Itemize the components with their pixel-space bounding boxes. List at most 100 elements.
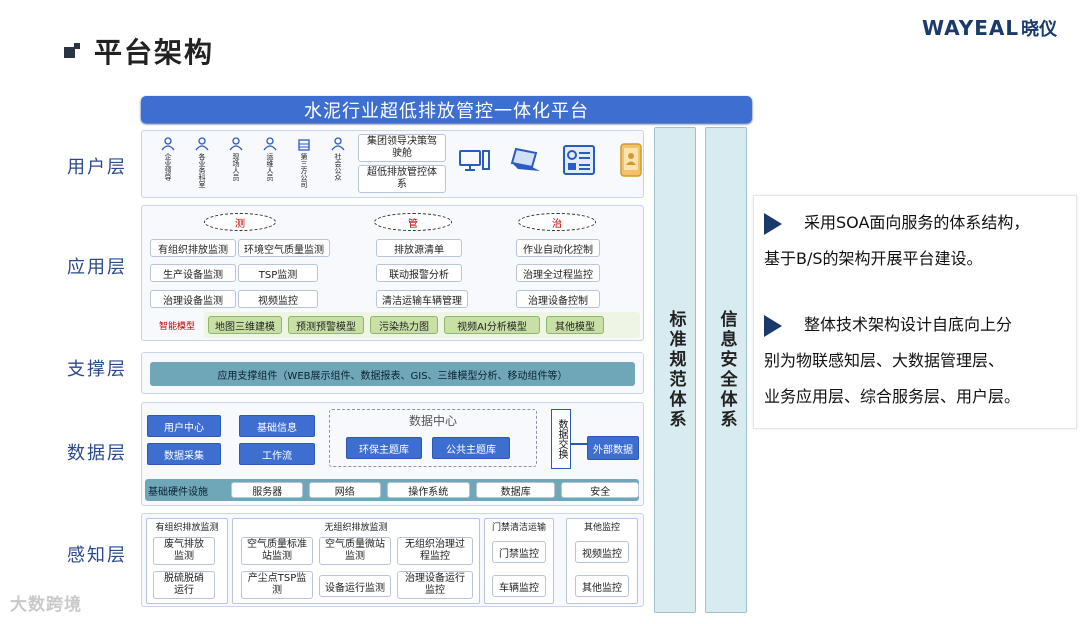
model-bar: 地图三维建模 预测预警模型 污染热力图 视频AI分析模型 其他模型 (204, 312, 640, 338)
page-title: 平台架构 (94, 36, 215, 69)
info-paragraph-1: 采用SOA面向服务的体系结构， 基于B/S的架构开展平台建设。 (764, 208, 1074, 274)
pillar-standards: 标准规范体系 (654, 127, 696, 613)
triangle-bullet-icon (764, 212, 782, 235)
data-center-title: 数据中心 (408, 413, 457, 428)
person-icon (331, 137, 345, 151)
app-item: 治理全过程监控 (516, 264, 600, 282)
platform-banner: 水泥行业超低排放管控一体化平台 (141, 96, 752, 123)
role-third-party: 第三方公司 (290, 137, 318, 188)
data-layer-panel: 用户中心 基础信息 数据采集 工作流 数据中心 环保主题库 公共主题库 数据交换… (141, 402, 644, 506)
exchange-connector (571, 443, 587, 445)
app-item: 有组织排放监测 (150, 239, 236, 257)
sense-group-transport: 门禁清洁运输 门禁监控 车辆监控 (484, 518, 554, 604)
layer-label-support: 支撑层 (67, 359, 127, 380)
sense-group-title: 门禁清洁运输 (491, 522, 546, 533)
info-line: 别为物联感知层、大数据管理层、 (764, 351, 1005, 370)
layer-label-user: 用户层 (67, 157, 127, 178)
data-center-item: 环保主题库 (346, 437, 422, 459)
desktop-icon (459, 150, 490, 171)
role-public: 社会公众 (324, 137, 352, 188)
app-item: 作业自动化控制 (516, 239, 600, 257)
external-data: 外部数据 (587, 436, 639, 460)
person-icon (263, 137, 277, 151)
model-item: 地图三维建模 (208, 316, 282, 334)
infra-item: 操作系统 (386, 482, 470, 498)
sense-item: 空气质量标准站监测 (241, 537, 313, 565)
sense-item: 无组织治理过程监控 (397, 537, 473, 565)
data-item: 数据采集 (147, 443, 221, 465)
brand-name-cn: 晓仪 (1021, 19, 1058, 40)
sense-group-unorganized: 无组织排放监测 空气质量标准站监测 空气质量微站监测 无组织治理过程监控 产尘点… (232, 518, 480, 604)
triangle-bullet-icon (764, 314, 782, 337)
laptop-icon (510, 147, 540, 171)
model-item: 污染热力图 (370, 316, 438, 334)
sense-item: 设备运行监测 (319, 575, 391, 597)
pillar-security: 信息安全体系 (705, 127, 747, 613)
sense-item: 空气质量微站监测 (319, 537, 391, 565)
sense-group-other: 其他监控 视频监控 其他监控 (566, 518, 638, 604)
app-layer-panel: 测 管 治 有组织排放监测 环境空气质量监测 生产设备监测 TSP监测 治理设备… (141, 205, 644, 341)
app-item: 治理设备监测 (150, 290, 236, 308)
info-paragraph-2: 整体技术架构设计自底向上分 别为物联感知层、大数据管理层、 业务应用层、综合服务… (764, 310, 1078, 412)
info-line: 整体技术架构设计自底向上分 (804, 315, 1013, 334)
brand-logo: WAYEAL 晓仪 (922, 14, 1057, 42)
role-label: 各业务科室 (198, 153, 206, 188)
sense-item: 门禁监控 (492, 541, 546, 563)
role-enterprise-leader: 企业领导 (154, 137, 182, 188)
box-ultra-low-system: 超低排放管控体系 (358, 165, 446, 193)
data-item: 工作流 (239, 443, 315, 465)
model-item: 预测预警模型 (288, 316, 364, 334)
app-item: 治理设备控制 (516, 290, 600, 308)
sense-item: 车辆监控 (492, 575, 546, 597)
page-header: 平台架构 (64, 33, 214, 69)
sense-item: 视频监控 (575, 541, 629, 563)
app-item: 清洁运输车辆管理 (376, 290, 468, 308)
person-icon (229, 137, 243, 151)
info-line: 业务应用层、综合服务层、用户层。 (764, 387, 1021, 406)
role-field-staff: 现场人员 (222, 137, 250, 188)
watermark: 大数跨境 (10, 595, 82, 615)
app-item: 联动报警分析 (376, 264, 462, 282)
sense-item: 产尘点TSP监测 (241, 571, 313, 599)
user-layer-panel: 企业领导 各业务科室 现场人员 运维人员 第三方公司 社会公众 集团领导决策驾驶… (141, 130, 644, 198)
header-measure: 测 (204, 213, 276, 231)
box-group-cockpit: 集团领导决策驾驶舱 (358, 134, 446, 162)
sense-layer-panel: 有组织排放监测 废气排放监测 脱硫脱硝运行 无组织排放监测 空气质量标准站监测 … (141, 513, 644, 607)
app-item: 视频监控 (238, 290, 318, 308)
data-exchange-label: 数据交换 (556, 419, 567, 459)
role-departments: 各业务科室 (188, 137, 216, 188)
app-item: TSP监测 (238, 264, 318, 282)
role-label: 社会公众 (334, 153, 342, 181)
data-item: 用户中心 (147, 415, 221, 437)
sense-item: 治理设备运行监控 (397, 571, 473, 599)
layer-label-app: 应用层 (67, 257, 127, 278)
layer-label-sense: 感知层 (67, 545, 127, 566)
title-bullet-icon (64, 43, 80, 59)
info-box: 采用SOA面向服务的体系结构， 基于B/S的架构开展平台建设。 整体技术架构设计… (753, 195, 1077, 429)
infra-bar: 基础硬件设施 服务器 网络 操作系统 数据库 安全 (145, 479, 639, 501)
info-line: 基于B/S的架构开展平台建设。 (764, 249, 983, 268)
model-item: 视频AI分析模型 (444, 316, 540, 334)
role-label: 企业领导 (164, 153, 172, 181)
person-icon (195, 137, 209, 151)
model-label: 智能模型 (158, 321, 195, 332)
person-icon (161, 137, 175, 151)
role-maintenance: 运维人员 (256, 137, 284, 188)
dashboard-icon (563, 145, 595, 175)
data-exchange: 数据交换 (551, 409, 571, 469)
sense-item: 其他监控 (575, 575, 629, 597)
support-layer-panel: 应用支撑组件（WEB展示组件、数据报表、GIS、三维模型分析、移动组件等） (141, 352, 644, 394)
data-center-item: 公共主题库 (432, 437, 510, 459)
app-item: 排放源清单 (376, 239, 462, 257)
infra-item: 安全 (561, 482, 639, 498)
sense-item: 脱硫脱硝运行 (153, 571, 215, 599)
role-label: 运维人员 (266, 153, 274, 181)
sense-group-organized: 有组织排放监测 废气排放监测 脱硫脱硝运行 (146, 518, 228, 604)
device-icons (458, 143, 648, 177)
data-center-box: 数据中心 环保主题库 公共主题库 (329, 409, 537, 467)
building-icon (298, 139, 310, 151)
sense-item: 废气排放监测 (153, 537, 215, 565)
user-roles: 企业领导 各业务科室 现场人员 运维人员 第三方公司 社会公众 (154, 137, 352, 188)
model-item: 其他模型 (546, 316, 604, 334)
header-govern: 治 (518, 213, 596, 231)
